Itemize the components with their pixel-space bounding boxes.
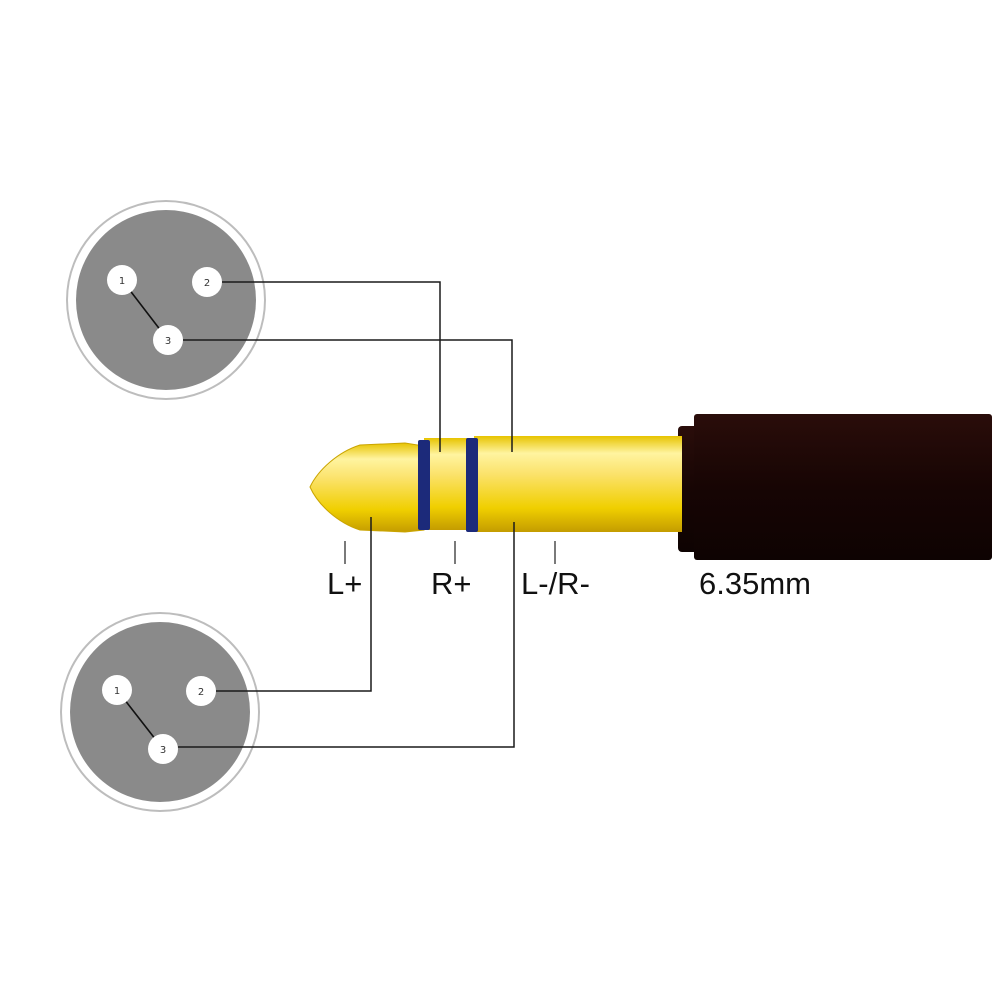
tip-label: L+ xyxy=(327,566,362,601)
plug-size-label: 6.35mm xyxy=(699,566,811,601)
pin-3: 3 xyxy=(148,734,178,764)
svg-text:1: 1 xyxy=(119,276,125,287)
pin-3: 3 xyxy=(153,325,183,355)
plug-tip xyxy=(309,442,425,533)
pin-2: 2 xyxy=(186,676,216,706)
plug-ring xyxy=(424,438,474,530)
svg-text:1: 1 xyxy=(114,686,120,697)
plug-shaft xyxy=(474,436,682,532)
connector-face xyxy=(70,622,250,802)
pin-1: 1 xyxy=(107,265,137,295)
connector-face xyxy=(76,210,256,390)
pin-2: 2 xyxy=(192,267,222,297)
wire-bottom-pin3-to-sleeve xyxy=(178,522,515,748)
svg-text:3: 3 xyxy=(160,745,166,756)
sleeve-label: L-/R- xyxy=(521,566,590,601)
wiring xyxy=(178,281,515,748)
insulator-band-1 xyxy=(418,440,430,530)
insulator-band-2 xyxy=(466,438,478,532)
plug-contacts xyxy=(309,436,682,533)
xlr-connector-bottom: 1 2 3 xyxy=(60,612,260,812)
pin-1: 1 xyxy=(102,675,132,705)
svg-text:2: 2 xyxy=(198,687,204,698)
xlr-connector-top: 1 2 3 xyxy=(66,200,266,400)
wire-top-pin3-to-sleeve xyxy=(183,339,513,452)
wire-bottom-pin2-to-tip xyxy=(216,517,372,692)
wire-top-pin2-to-ring xyxy=(222,281,441,452)
ring-label: R+ xyxy=(431,566,472,601)
plug-sleeve-body xyxy=(678,414,992,560)
svg-text:2: 2 xyxy=(204,278,210,289)
svg-text:3: 3 xyxy=(165,336,171,347)
